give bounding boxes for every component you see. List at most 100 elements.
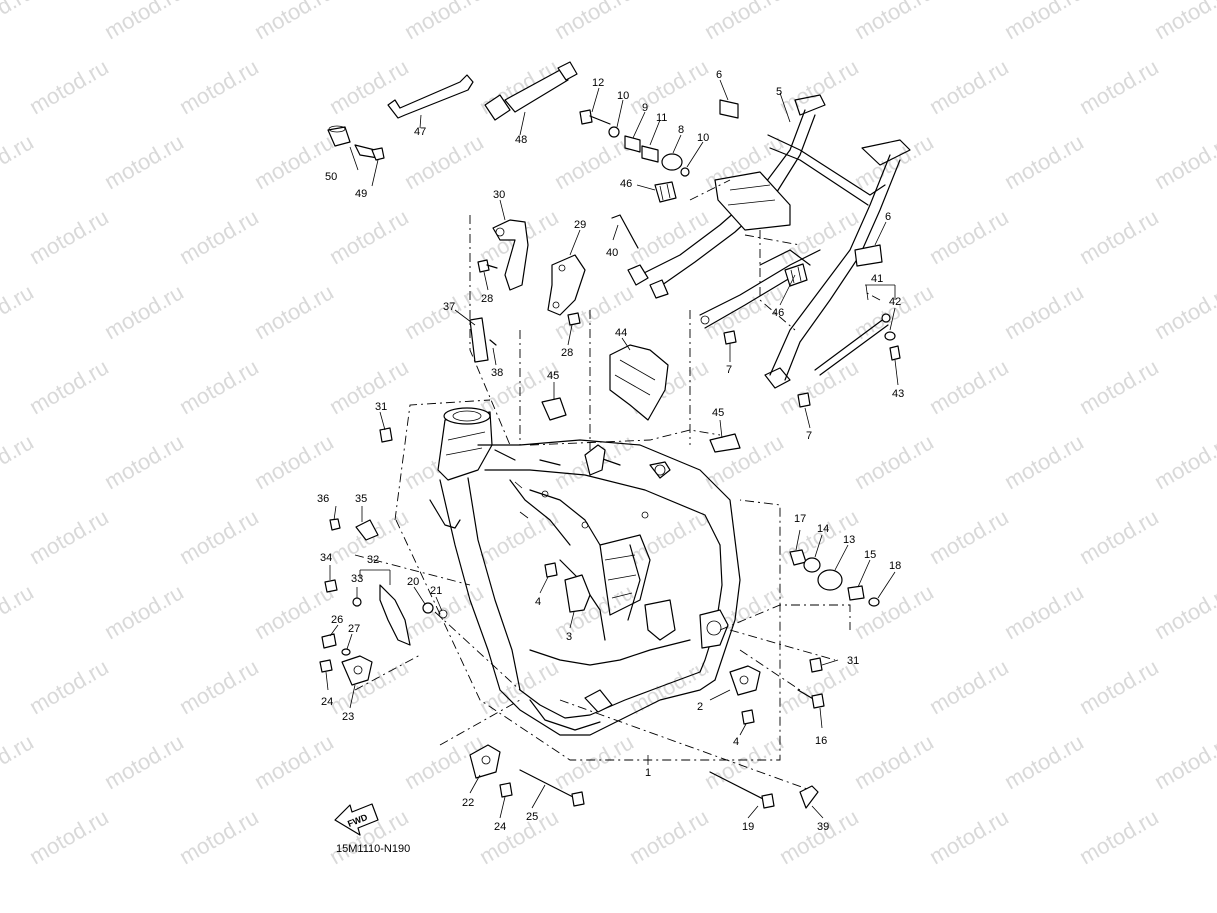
watermark-text: motod.ru: [175, 654, 263, 719]
watermark-text: motod.ru: [1075, 654, 1163, 719]
watermark-text: motod.ru: [550, 579, 638, 644]
callout-24a: 24: [321, 696, 333, 708]
callout-33: 33: [351, 573, 363, 585]
callout-20: 20: [407, 576, 419, 588]
watermark-text: motod.ru: [25, 54, 113, 119]
leader-lines: [325, 79, 899, 819]
watermark-text: motod.ru: [325, 354, 413, 419]
watermark-text: motod.ru: [25, 204, 113, 269]
callout-32: 32: [367, 554, 379, 566]
callout-45b: 45: [712, 407, 724, 419]
callout-17: 17: [794, 513, 806, 525]
callout-46b: 46: [772, 307, 784, 319]
watermark-text: motod.ru: [700, 0, 788, 44]
small-parts: [319, 61, 901, 836]
watermark-text: motod.ru: [250, 0, 338, 44]
callout-24b: 24: [494, 821, 506, 833]
callout-3: 3: [566, 631, 572, 643]
watermark-text: motod.ru: [100, 0, 188, 44]
watermark-layer: motod.ru motod.ru motod.ru motod.ru motod.ru…: [0, 0, 1217, 869]
callout-15: 15: [864, 549, 876, 561]
callout-38: 38: [491, 367, 503, 379]
callout-30: 30: [493, 189, 505, 201]
callout-7a: 7: [726, 364, 732, 376]
main-frame: [429, 407, 741, 736]
callout-6b: 6: [885, 211, 891, 223]
callout-10a: 10: [617, 90, 629, 102]
callout-26: 26: [331, 614, 343, 626]
watermark-text: motod.ru: [775, 354, 863, 419]
callout-35: 35: [355, 493, 367, 505]
callout-44: 44: [615, 327, 627, 339]
callout-29: 29: [574, 219, 586, 231]
watermark-text: motod.ru: [1150, 429, 1217, 494]
callout-11: 11: [656, 112, 667, 124]
callout-16: 16: [815, 735, 827, 747]
watermark-text: motod.ru: [250, 729, 338, 794]
callout-41: 41: [871, 273, 883, 285]
watermark-text: motod.ru: [0, 429, 38, 494]
watermark-text: motod.ru: [625, 804, 713, 869]
watermark-text: motod.ru: [775, 54, 863, 119]
callout-37: 37: [443, 301, 455, 313]
watermark-text: motod.ru: [1000, 279, 1088, 344]
watermark-text: motod.ru: [100, 279, 188, 344]
watermark-text: motod.ru: [250, 279, 338, 344]
watermark-text: motod.ru: [925, 504, 1013, 569]
callout-48: 48: [515, 134, 527, 146]
callout-42: 42: [889, 296, 901, 308]
watermark-text: motod.ru: [1150, 729, 1217, 794]
callout-9: 9: [642, 102, 648, 114]
watermark-text: motod.ru: [175, 354, 263, 419]
assembly-lines: [354, 179, 881, 791]
callout-39: 39: [817, 821, 829, 833]
watermark-text: motod.ru: [850, 429, 938, 494]
watermark-text: motod.ru: [1000, 129, 1088, 194]
watermark-text: motod.ru: [925, 54, 1013, 119]
callout-47: 47: [414, 126, 426, 138]
watermark-text: motod.ru: [0, 129, 38, 194]
watermark-text: motod.ru: [625, 504, 713, 569]
watermark-text: motod.ru: [1000, 729, 1088, 794]
watermark-text: motod.ru: [0, 729, 38, 794]
watermark-text: motod.ru: [1075, 54, 1163, 119]
watermark-text: motod.ru: [100, 729, 188, 794]
callout-31b: 31: [847, 655, 859, 667]
watermark-text: motod.ru: [1000, 579, 1088, 644]
watermark-text: motod.ru: [850, 579, 938, 644]
callout-27: 27: [348, 623, 360, 635]
watermark-text: motod.ru: [100, 129, 188, 194]
watermark-text: motod.ru: [1000, 429, 1088, 494]
callout-5: 5: [776, 86, 782, 98]
watermark-text: motod.ru: [1000, 0, 1088, 44]
callout-8: 8: [678, 124, 684, 136]
watermark-text: motod.ru: [550, 0, 638, 44]
watermark-text: motod.ru: [175, 204, 263, 269]
watermark-text: motod.ru: [925, 654, 1013, 719]
watermark-text: motod.ru: [850, 129, 938, 194]
callout-13: 13: [843, 534, 855, 546]
watermark-text: motod.ru: [175, 504, 263, 569]
callout-46a: 46: [620, 178, 632, 190]
watermark-text: motod.ru: [625, 204, 713, 269]
callout-23: 23: [342, 711, 354, 723]
callout-49: 49: [355, 188, 367, 200]
watermark-text: motod.ru: [100, 429, 188, 494]
watermark-text: motod.ru: [400, 0, 488, 44]
callout-43: 43: [892, 388, 904, 400]
watermark-text: motod.ru: [325, 204, 413, 269]
watermark-text: motod.ru: [1150, 279, 1217, 344]
callout-31a: 31: [375, 401, 387, 413]
watermark-text: motod.ru: [0, 279, 38, 344]
watermark-text: motod.ru: [250, 429, 338, 494]
watermark-text: motod.ru: [475, 504, 563, 569]
callout-40: 40: [606, 247, 618, 259]
callout-36: 36: [317, 493, 329, 505]
watermark-text: motod.ru: [0, 579, 38, 644]
watermark-text: motod.ru: [850, 729, 938, 794]
rear-subframe: [627, 94, 911, 389]
watermark-text: motod.ru: [925, 804, 1013, 869]
watermark-text: motod.ru: [25, 504, 113, 569]
watermark-text: motod.ru: [0, 0, 38, 44]
